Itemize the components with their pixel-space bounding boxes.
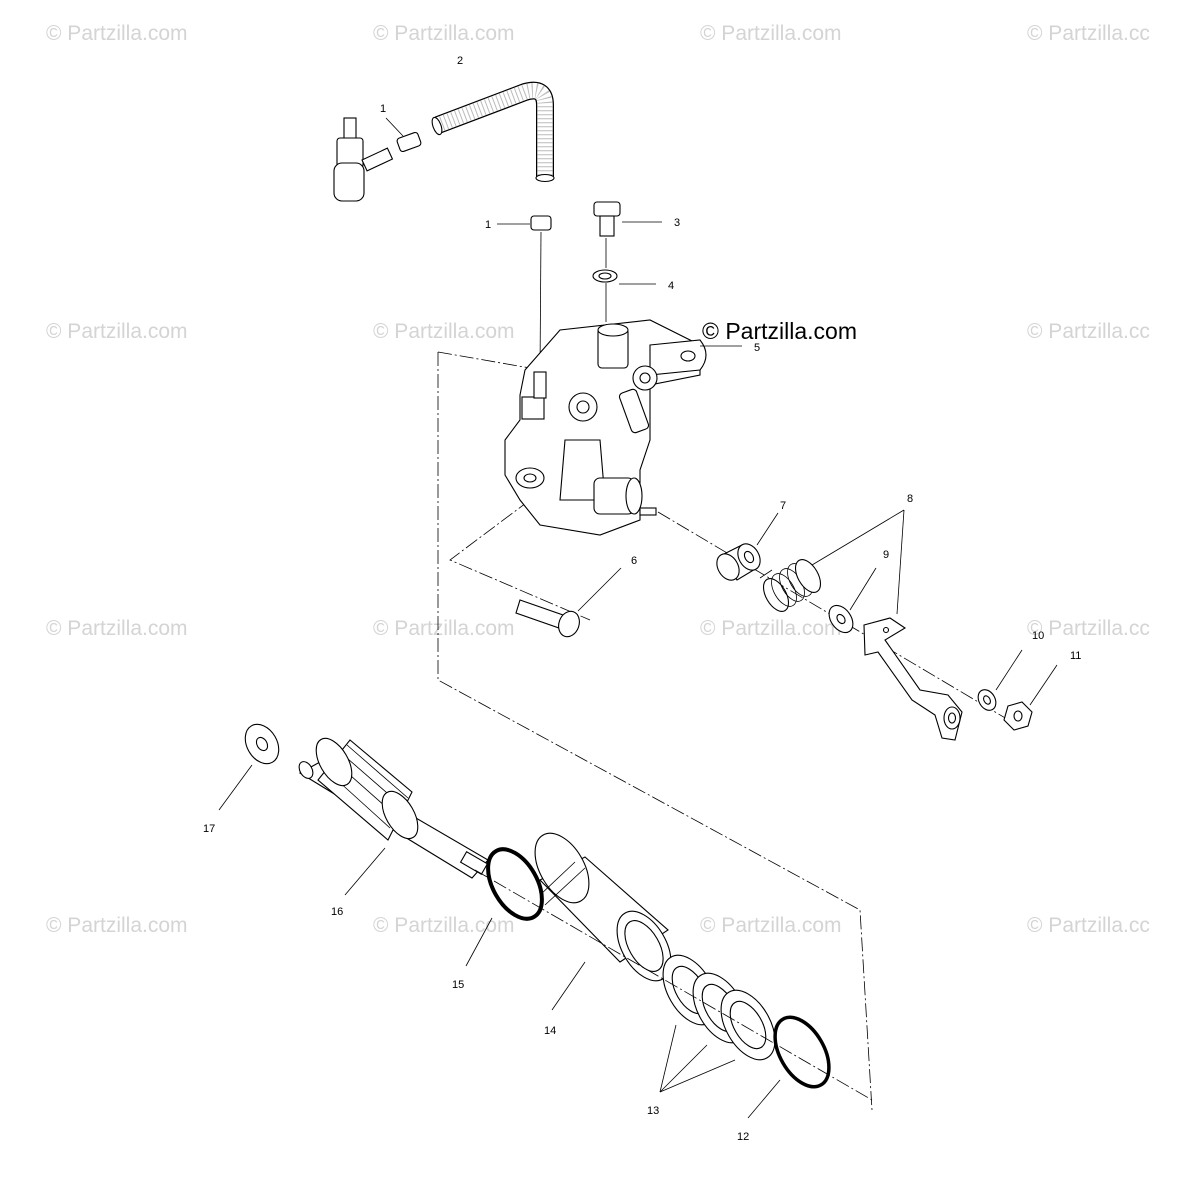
callout-5: 5 [754, 342, 760, 354]
oil-hose [431, 81, 555, 183]
callout-13: 13 [647, 1105, 659, 1117]
callout-17: 17 [203, 823, 215, 835]
callout-11: 11 [1070, 650, 1081, 662]
callout-10: 10 [1032, 630, 1044, 642]
hose-clamp-lower [497, 215, 552, 231]
callout-12: 12 [737, 1131, 749, 1143]
return-spring [759, 509, 905, 612]
oil-pump-body [504, 319, 742, 536]
drive-shaft-gear [298, 737, 489, 896]
callout-16: 16 [331, 906, 343, 918]
o-ring-large [747, 1015, 831, 1119]
callout-14: 14 [544, 1025, 556, 1037]
oil-line [539, 231, 542, 373]
callout-3: 3 [674, 217, 680, 229]
callout-1-lower: 1 [485, 219, 491, 231]
callout-15: 15 [452, 979, 464, 991]
mounting-screw [515, 567, 622, 638]
assembly-boundary [437, 351, 873, 1111]
callout-2: 2 [457, 55, 463, 67]
shim-set [659, 954, 776, 1093]
lever-nut [1003, 664, 1058, 731]
oil-fitting [333, 117, 394, 202]
callout-7: 7 [780, 500, 786, 512]
callout-6: 6 [631, 555, 637, 567]
brand-label: © Partzilla.com [702, 318, 857, 344]
callout-8: 8 [907, 493, 913, 505]
sealing-washer [592, 269, 656, 285]
bleed-screw [593, 201, 662, 237]
collar [716, 512, 779, 581]
washer [828, 567, 877, 634]
lever-washer [977, 649, 1023, 711]
thrust-washer [218, 723, 280, 811]
o-ring [465, 847, 544, 967]
callout-9: 9 [883, 549, 889, 561]
assembly-axis-lower [474, 869, 873, 1101]
callout-4: 4 [668, 280, 674, 292]
pump-lever [863, 509, 963, 741]
pump-sleeve [534, 832, 672, 1011]
callout-1-upper: 1 [380, 103, 386, 115]
hose-clamp-upper [385, 117, 422, 153]
